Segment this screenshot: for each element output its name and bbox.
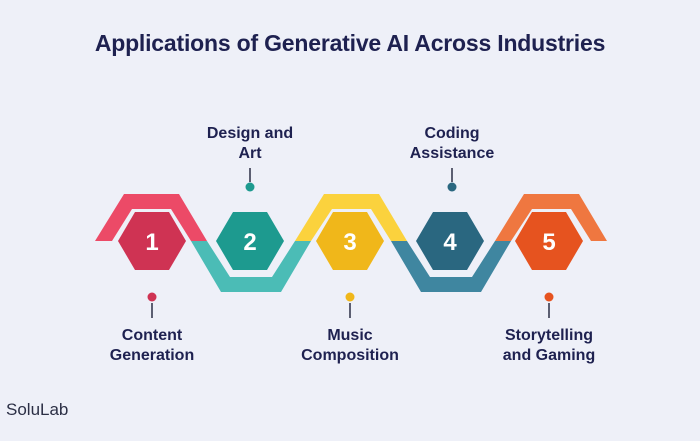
step-number-3: 3 (343, 229, 356, 256)
connector-dot-2 (245, 182, 255, 192)
step-number-1: 1 (145, 229, 158, 256)
zigzag-band (95, 194, 607, 292)
step-number-4: 4 (443, 229, 457, 256)
hexagon-4: 4 (416, 212, 484, 270)
step-number-2: 2 (243, 229, 256, 256)
brand-logo-text: SoluLab (6, 400, 69, 419)
band-segment-3 (295, 194, 407, 241)
hexagon-5: 5 (515, 212, 583, 270)
band-segment-2 (191, 241, 311, 292)
connector-dot-3 (345, 292, 355, 302)
page-title: Applications of Generative AI Across Ind… (94, 30, 606, 56)
connector-dot-1 (147, 292, 157, 302)
band-segment-1 (95, 194, 207, 241)
connector-dot-5 (544, 292, 554, 302)
hexagon-1: 1 (118, 212, 186, 270)
step-number-5: 5 (542, 229, 555, 256)
band-segment-5 (495, 194, 607, 241)
hexagon-2: 2 (216, 212, 284, 270)
connectors (147, 168, 554, 318)
connector-dot-4 (447, 182, 457, 192)
hexagon-3: 3 (316, 212, 384, 270)
band-segment-4 (391, 241, 511, 292)
